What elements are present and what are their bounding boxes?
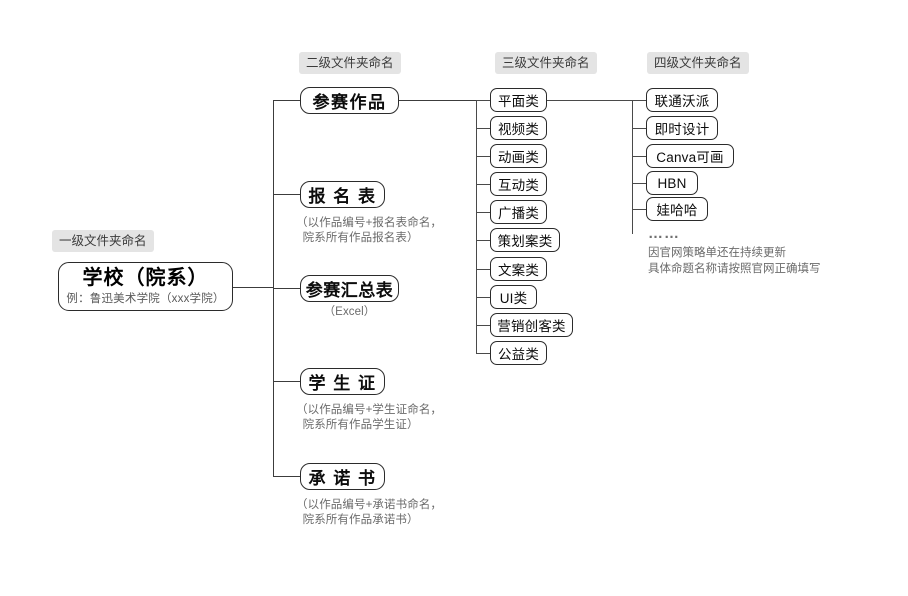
trunk-level4 [632,100,634,234]
connector-graphic-to-level4 [547,100,632,102]
node-level4-jishi-sheji[interactable]: 即时设计 [646,116,718,140]
connector-works-to-level3 [399,100,477,102]
caption-level2-summary-table: （Excel） [323,306,376,318]
node-level2-student-id[interactable]: 学 生 证 [300,368,385,395]
branch-level2-2 [273,194,301,196]
branch-level3-4 [476,184,490,186]
branch-level4-4 [632,183,646,185]
column-badge-level3: 三级文件夹命名 [495,52,597,74]
column-badge-level2: 二级文件夹命名 [299,52,401,74]
branch-level2-1 [273,100,301,102]
caption-level2-commitment-letter: （以作品编号+承诺书命名， 院系所有作品承诺书） [296,499,443,526]
node-level3-animation[interactable]: 动画类 [490,144,547,168]
connector-root-to-level2 [233,287,274,289]
node-level3-interactive[interactable]: 互动类 [490,172,547,196]
branch-level3-6 [476,240,490,242]
branch-level4-1 [632,100,646,102]
column-badge-level1: 一级文件夹命名 [52,230,154,252]
branch-level3-10 [476,353,490,355]
node-level2-works[interactable]: 参赛作品 [300,87,399,114]
branch-level3-5 [476,212,490,214]
node-level3-planning[interactable]: 策划案类 [490,228,560,252]
branch-level3-7 [476,269,490,271]
node-level3-graphic[interactable]: 平面类 [490,88,547,112]
node-level4-wahaha[interactable]: 娃哈哈 [646,197,708,221]
branch-level4-2 [632,128,646,130]
caption-level2-student-id: （以作品编号+学生证命名， 院系所有作品学生证） [296,404,443,431]
node-level4-canva[interactable]: Canva可画 [646,144,734,168]
branch-level3-1 [476,100,490,102]
node-level3-video[interactable]: 视频类 [490,116,547,140]
branch-level2-5 [273,476,301,478]
node-level3-marketing-maker[interactable]: 营销创客类 [490,313,573,337]
branch-level2-4 [273,381,301,383]
node-level2-registration-form[interactable]: 报 名 表 [300,181,385,208]
node-level3-broadcast[interactable]: 广播类 [490,200,547,224]
branch-level3-2 [476,128,490,130]
branch-level3-9 [476,325,490,327]
level4-note: 因官网策略单还在持续更新 具体命题名称请按照官网正确填写 [648,247,821,275]
branch-level3-3 [476,156,490,158]
branch-level2-3 [273,288,301,290]
level4-ellipsis: …… [648,225,680,242]
trunk-level3 [476,100,478,354]
node-level3-ui[interactable]: UI类 [490,285,537,309]
branch-level3-8 [476,297,490,299]
caption-level2-registration-form: （以作品编号+报名表命名， 院系所有作品报名表） [296,217,443,244]
node-level4-unicom-wopai[interactable]: 联通沃派 [646,88,718,112]
node-level4-hbn[interactable]: HBN [646,171,698,195]
node-level3-copywriting[interactable]: 文案类 [490,257,547,281]
level1-title: 学校（院系） [82,266,209,289]
node-level2-summary-table[interactable]: 参赛汇总表 [300,275,399,302]
branch-level4-3 [632,156,646,158]
level1-subtitle: 例：鲁迅美术学院（xxx学院） [66,292,225,305]
branch-level4-5 [632,209,646,211]
column-badge-level4: 四级文件夹命名 [647,52,749,74]
node-level1-school[interactable]: 学校（院系） 例：鲁迅美术学院（xxx学院） [58,262,233,311]
node-level2-commitment-letter[interactable]: 承 诺 书 [300,463,385,490]
node-level3-public-welfare[interactable]: 公益类 [490,341,547,365]
